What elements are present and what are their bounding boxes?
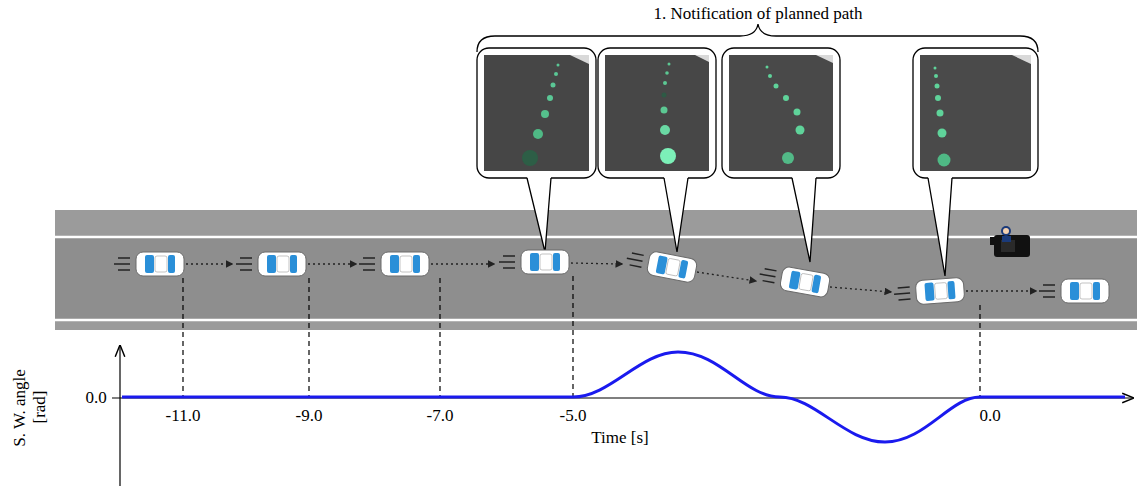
tick-label: -5.0 xyxy=(558,407,589,426)
tick-label: -9.0 xyxy=(294,407,325,426)
tick-label: -11.0 xyxy=(164,407,203,426)
bracket-label: 1. Notification of planned path xyxy=(653,5,862,24)
axis-label: S. W. angle xyxy=(11,369,30,446)
tick-label: 0.0 xyxy=(977,407,1002,426)
axis-unit: [rad] xyxy=(31,390,50,423)
axis-title: Time [s] xyxy=(589,429,650,448)
tick-label: -7.0 xyxy=(425,407,456,426)
tick-label: 0.0 xyxy=(83,389,108,408)
